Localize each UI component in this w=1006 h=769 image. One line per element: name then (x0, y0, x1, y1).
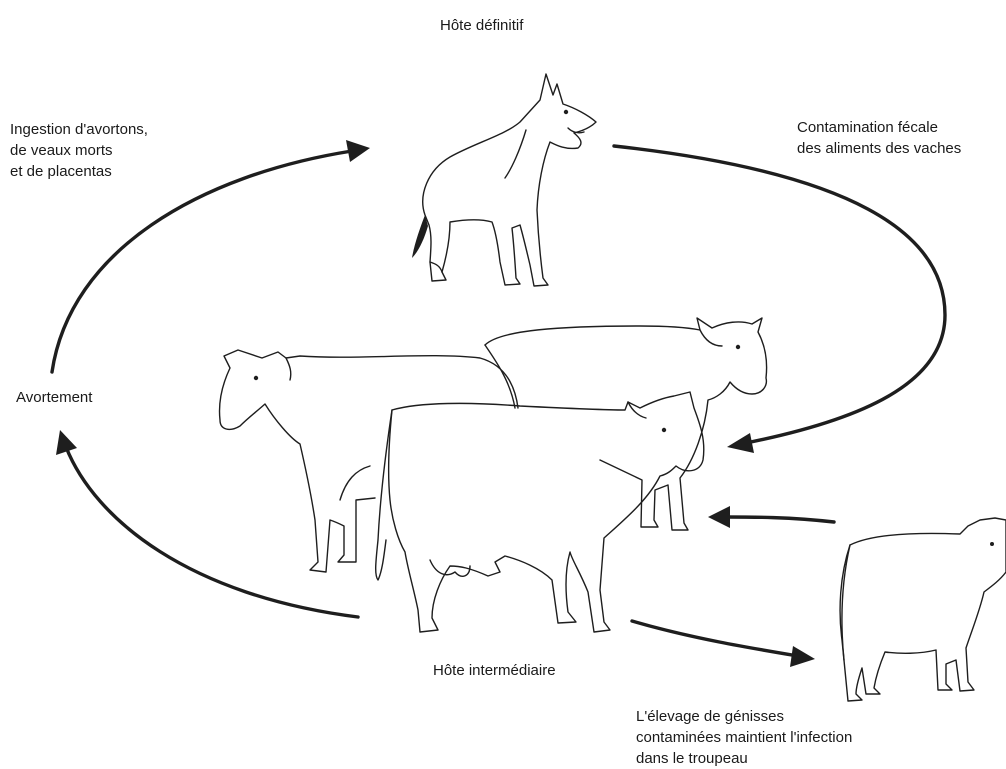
arrow-abortion (56, 430, 358, 617)
arrow-heifers-return (708, 506, 834, 528)
fecal-contamination-label: Contamination fécale des aliments des va… (797, 117, 961, 159)
fecal-line-1: Contamination fécale (797, 117, 961, 138)
abortion-text: Avortement (16, 387, 92, 408)
fecal-line-2: des aliments des vaches (797, 138, 961, 159)
ingestion-line-1: Ingestion d'avortons, (10, 119, 148, 140)
heifers-line-1: L'élevage de génisses (636, 706, 852, 727)
intermediate-host-text: Hôte intermédiaire (433, 660, 556, 681)
arrow-fecal-contamination (614, 146, 945, 453)
arrow-heifers-out (632, 621, 815, 667)
ingestion-label: Ingestion d'avortons, de veaux morts et … (10, 119, 148, 182)
ingestion-line-2: de veaux morts (10, 140, 148, 161)
heifers-line-2: contaminées maintient l'infection (636, 727, 852, 748)
intermediate-host-label: Hôte intermédiaire (433, 660, 556, 681)
heifer-illustration (840, 518, 1006, 701)
definitive-host-label: Hôte définitif (440, 15, 523, 36)
dog-illustration (412, 74, 596, 286)
ingestion-line-3: et de placentas (10, 161, 148, 182)
abortion-label: Avortement (16, 387, 92, 408)
heifers-label: L'élevage de génisses contaminées mainti… (636, 706, 852, 769)
heifers-line-3: dans le troupeau (636, 748, 852, 769)
cow-back-right (485, 318, 767, 530)
cow-left (219, 350, 518, 572)
definitive-host-text: Hôte définitif (440, 15, 523, 36)
